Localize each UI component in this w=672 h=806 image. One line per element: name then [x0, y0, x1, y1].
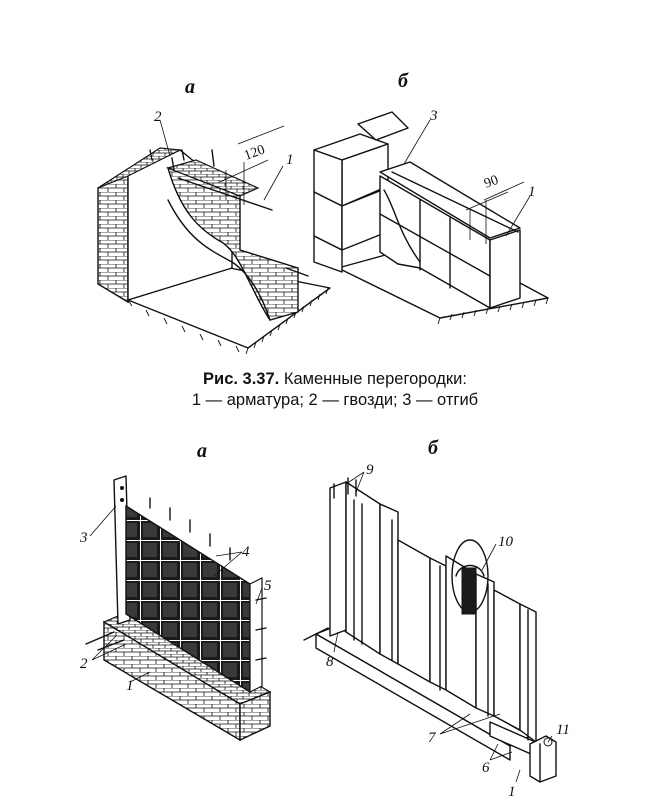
label-9-bottom-b: 9 [366, 462, 374, 478]
caption-line-1: Рис. 3.37. Каменные перегородки: [100, 369, 570, 390]
bottom-panel-b-letter: б [428, 437, 439, 459]
back-wall-a [97, 172, 129, 304]
partition-curve-a [167, 199, 271, 321]
label-6-bottom-b: 6 [482, 760, 490, 776]
glass-block-wall-edge [249, 577, 263, 693]
label-11-bottom-b: 11 [556, 722, 570, 738]
floor-hatching-a [127, 287, 329, 355]
label-1-bottom-b: 1 [508, 784, 516, 800]
label-1-top-a: 1 [286, 152, 294, 168]
leaders-bottom-b [333, 471, 553, 783]
caption-legend: 1 — арматура; 2 — гвозди; 3 — отгиб [191, 391, 479, 409]
leader-lines-a [159, 119, 284, 201]
dim-90: 90 [482, 173, 500, 192]
top-panel-a-letter: а [185, 76, 195, 98]
detail-clip [455, 564, 485, 577]
reinforcement-rod-low-a [285, 267, 309, 277]
bottom-panel-a: 3 4 5 2 1 [79, 475, 272, 742]
caption-title: Каменные перегородки: [283, 370, 467, 388]
dimension-lines-a [219, 125, 285, 205]
nails-bottom-a [85, 631, 125, 651]
label-8-bottom-b: 8 [326, 654, 334, 670]
bottom-panel-b: 9 10 8 7 11 6 1 [303, 462, 570, 800]
nails-a [149, 149, 215, 171]
label-10-bottom-b: 10 [498, 534, 514, 550]
leaders-bottom-a [89, 505, 263, 683]
reinforcement-rod-a [177, 177, 273, 211]
reinforcement-rod-b [391, 171, 519, 233]
stone-blocks-b [313, 111, 409, 273]
label-2-bottom-a: 2 [80, 656, 88, 672]
dimension-lines-b [465, 181, 525, 244]
label-3-bottom-a: 3 [79, 530, 88, 546]
top-panel-b-letter: б [398, 70, 409, 92]
bottom-rail-front [315, 633, 511, 761]
label-3-top-b: 3 [429, 108, 438, 124]
label-5-bottom-a: 5 [264, 578, 272, 594]
nail-bottom-b [303, 627, 329, 641]
dim-120: 120 [242, 142, 267, 163]
bottom-panel-a-letter: а [197, 440, 207, 462]
top-panel-a: 2 120 1 [97, 109, 331, 355]
panel-grooves-b [353, 499, 529, 741]
figure-caption: Рис. 3.37. Каменные перегородки: 1 — арм… [100, 369, 570, 411]
partition-top-a [166, 159, 260, 197]
brick-base-side [239, 690, 271, 742]
floor-hatching-b [437, 297, 549, 325]
label-1-top-b: 1 [528, 184, 536, 200]
top-panel-b: 3 90 1 [313, 108, 549, 325]
label-2-top-a: 2 [154, 109, 162, 125]
end-block-11 [529, 735, 557, 783]
bend-detail-b [383, 189, 421, 263]
leader-lines-b [403, 119, 531, 237]
label-4-bottom-a: 4 [242, 544, 250, 560]
label-7-bottom-b: 7 [428, 730, 437, 746]
caption-number: Рис. 3.37. [203, 370, 280, 388]
partition-panel-edge-b [489, 229, 521, 309]
back-wall-top-a [97, 147, 183, 189]
detail-circle-fill [461, 567, 477, 615]
label-1-bottom-a: 1 [126, 678, 134, 694]
post-tops-b [333, 477, 357, 499]
partition-joints-b [379, 199, 491, 289]
